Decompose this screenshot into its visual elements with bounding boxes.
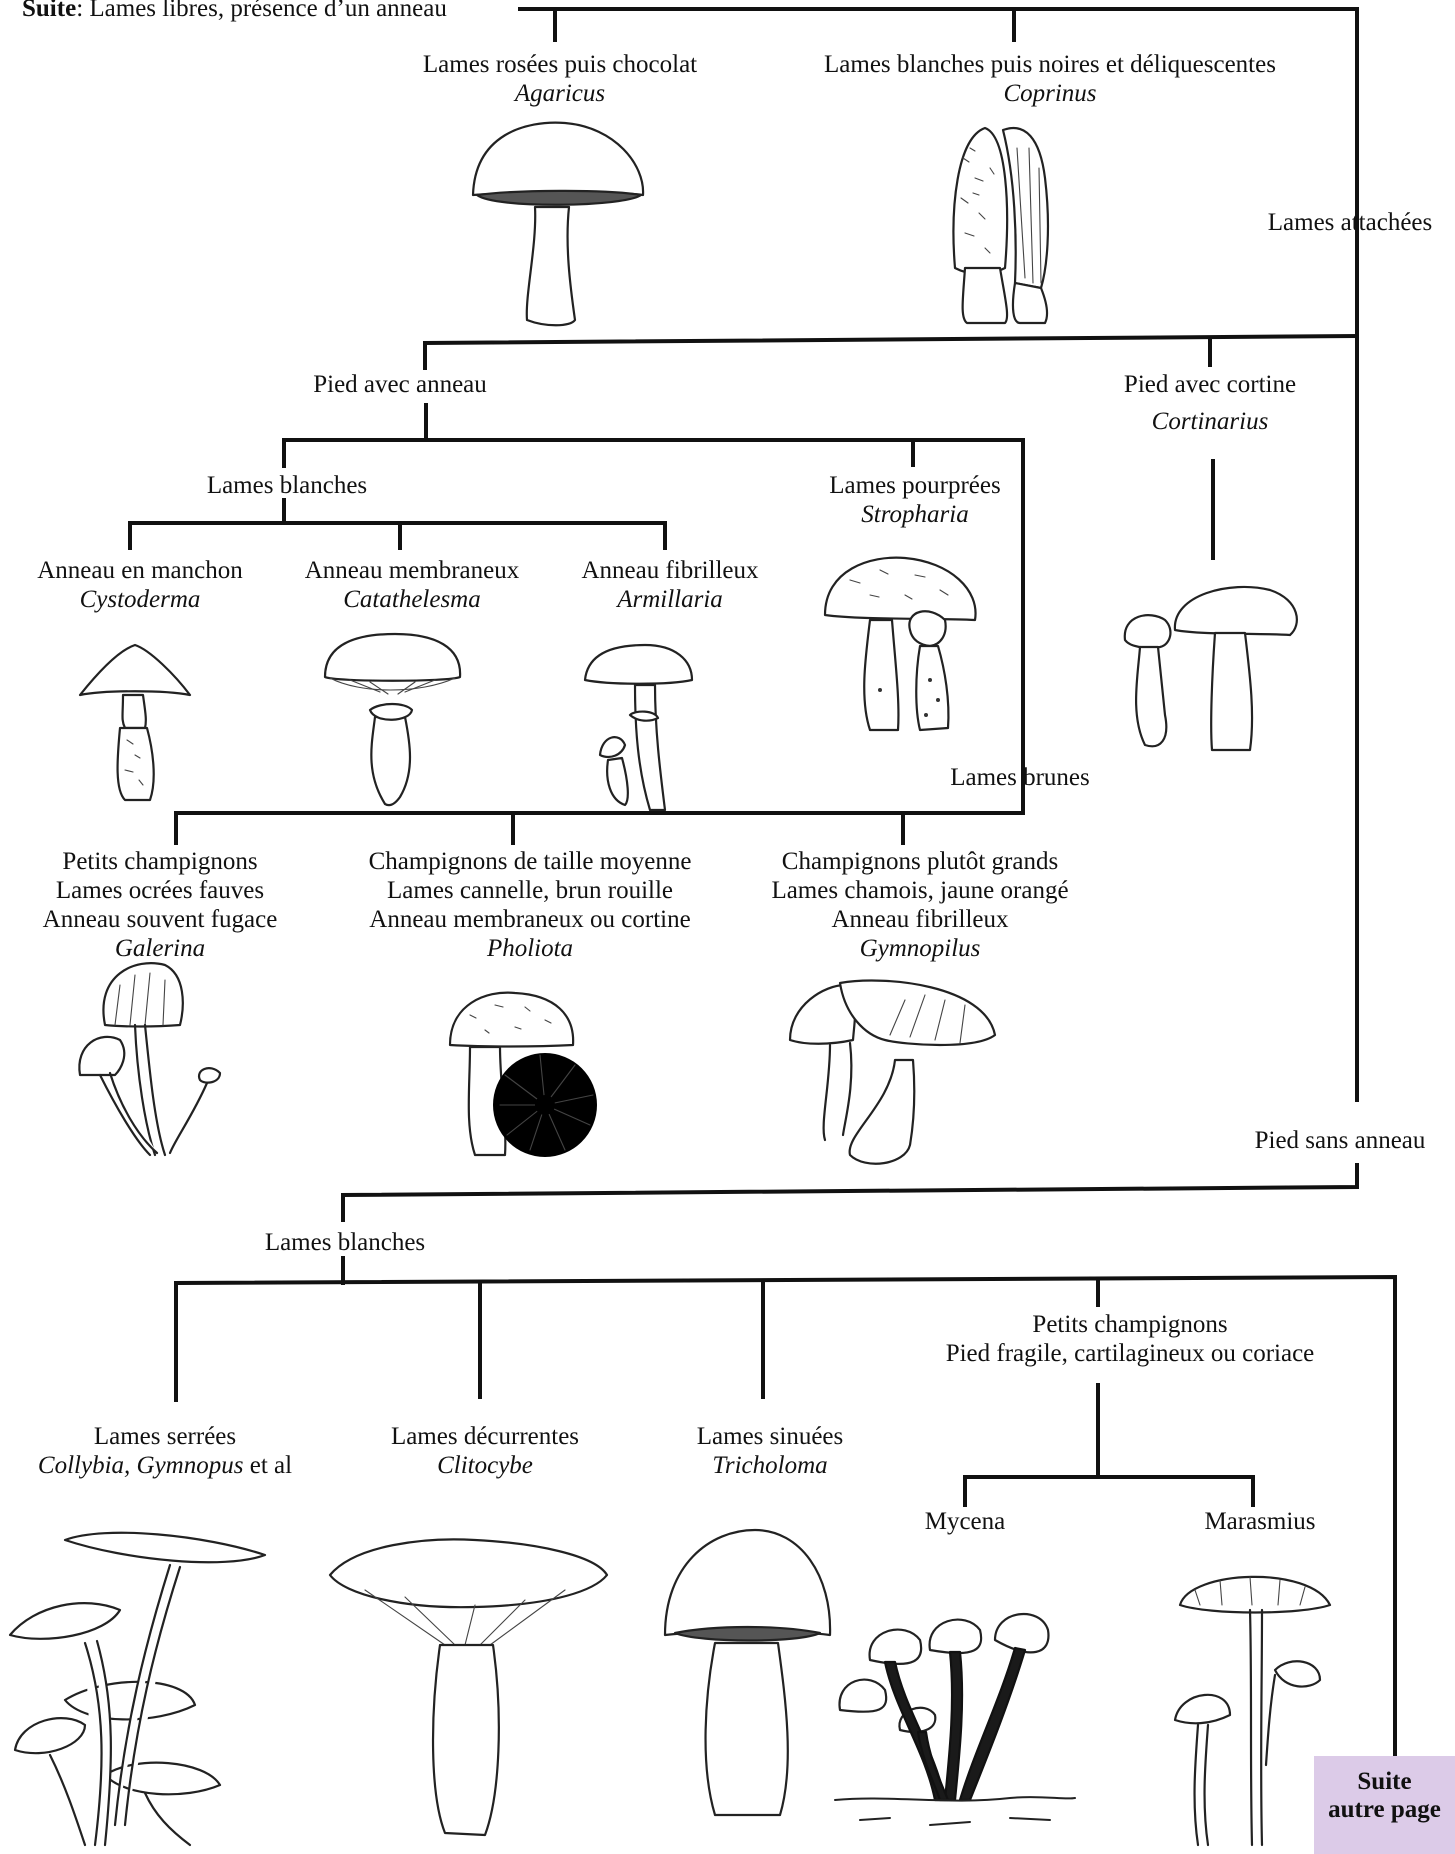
coprinus-desc: Lames blanches puis noires et déliquesce… [780, 50, 1320, 79]
label-coprinus: Lames blanches puis noires et déliquesce… [780, 50, 1320, 108]
armillaria-desc: Anneau fibrilleux [560, 556, 780, 585]
label-collybia: Lames serrées Collybia, Gymnopus et al [20, 1422, 310, 1480]
cortinarius-genus: Cortinarius [1090, 407, 1330, 436]
label-agaricus: Lames rosées puis chocolat Agaricus [375, 50, 745, 108]
label-armillaria: Anneau fibrilleux Armillaria [560, 556, 780, 614]
coprinus-genus: Coprinus [780, 79, 1320, 108]
label-clitocybe: Lames décurrentes Clitocybe [360, 1422, 610, 1480]
header-text: : Lames libres, présence d’un anneau [76, 0, 447, 22]
collybia-suffix: et al [243, 1452, 292, 1479]
label-mycena: Mycena [900, 1507, 1030, 1536]
gymnopilus-genus: Gymnopilus [745, 934, 1095, 963]
suite-autre-page-box[interactable]: Suite autre page [1314, 1756, 1455, 1854]
label-pholiota: Champignons de taille moyenne Lames cann… [335, 847, 725, 963]
pourprees-desc: Lames pourprées [790, 471, 1040, 500]
label-petits-champignons: Petits champignons Pied fragile, cartila… [920, 1310, 1340, 1368]
label-cystoderma: Anneau en manchon Cystoderma [10, 556, 270, 614]
gymnopilus-line1: Champignons plutôt grands [745, 847, 1095, 876]
armillaria-illustration [580, 640, 700, 815]
marasmius-illustration [1170, 1565, 1335, 1850]
label-marasmius: Marasmius [1190, 1507, 1330, 1536]
collybia-desc: Lames serrées [20, 1422, 310, 1451]
tricholoma-desc: Lames sinuées [660, 1422, 880, 1451]
tricholoma-genus: Tricholoma [660, 1451, 880, 1480]
cystoderma-genus: Cystoderma [10, 585, 270, 614]
agaricus-illustration [465, 115, 650, 330]
catathelesma-illustration [320, 632, 465, 807]
cystoderma-illustration [75, 640, 195, 805]
header-bold: Suite [22, 0, 76, 22]
pholiota-line3: Anneau membraneux ou cortine [335, 905, 725, 934]
galerina-illustration [75, 955, 225, 1160]
galerina-line1: Petits champignons [10, 847, 310, 876]
petits-line2: Pied fragile, cartilagineux ou coriace [920, 1339, 1340, 1368]
label-pied-sans-anneau: Pied sans anneau [1230, 1126, 1450, 1155]
clitocybe-illustration [325, 1535, 610, 1840]
stropharia-illustration [820, 550, 980, 735]
gymnopilus-line3: Anneau fibrilleux [745, 905, 1095, 934]
pholiota-line2: Lames cannelle, brun rouille [335, 876, 725, 905]
mycena-illustration [830, 1600, 1080, 1840]
galerina-line3: Anneau souvent fugace [10, 905, 310, 934]
key-header: Suite: Lames libres, présence d’un annea… [22, 0, 447, 23]
label-pied-avec-cortine: Pied avec cortine Cortinarius [1090, 370, 1330, 436]
catathelesma-genus: Catathelesma [282, 585, 542, 614]
label-catathelesma: Anneau membraneux Catathelesma [282, 556, 542, 614]
label-lames-blanches-1: Lames blanches [187, 471, 387, 500]
collybia-illustration [5, 1525, 270, 1850]
collybia-genus: Collybia, Gymnopus [38, 1452, 244, 1479]
label-pied-avec-anneau: Pied avec anneau [290, 370, 510, 399]
suite-line2: autre page [1314, 1796, 1455, 1824]
label-lames-blanches-2: Lames blanches [245, 1228, 445, 1257]
clitocybe-desc: Lames décurrentes [360, 1422, 610, 1451]
gymnopilus-illustration [785, 975, 1000, 1170]
pholiota-genus: Pholiota [335, 934, 725, 963]
coprinus-illustration [945, 118, 1065, 328]
suite-line1: Suite [1314, 1768, 1455, 1796]
label-lames-brunes: Lames brunes [930, 763, 1110, 792]
armillaria-genus: Armillaria [560, 585, 780, 614]
label-galerina: Petits champignons Lames ocrées fauves A… [10, 847, 310, 963]
tricholoma-illustration [660, 1525, 835, 1820]
label-lames-attachees: Lames attachées [1250, 208, 1450, 237]
label-tricholoma: Lames sinuées Tricholoma [660, 1422, 880, 1480]
stropharia-genus: Stropharia [790, 500, 1040, 529]
petits-line1: Petits champignons [920, 1310, 1340, 1339]
gymnopilus-line2: Lames chamois, jaune orangé [745, 876, 1095, 905]
label-gymnopilus: Champignons plutôt grands Lames chamois,… [745, 847, 1095, 963]
cystoderma-desc: Anneau en manchon [10, 556, 270, 585]
label-lames-pourprees: Lames pourprées Stropharia [790, 471, 1040, 529]
cortine-desc: Pied avec cortine [1090, 370, 1330, 399]
catathelesma-desc: Anneau membraneux [282, 556, 542, 585]
galerina-line2: Lames ocrées fauves [10, 876, 310, 905]
pholiota-illustration [445, 985, 620, 1160]
agaricus-genus: Agaricus [375, 79, 745, 108]
pholiota-line1: Champignons de taille moyenne [335, 847, 725, 876]
cortinarius-illustration [1120, 575, 1305, 755]
agaricus-desc: Lames rosées puis chocolat [375, 50, 745, 79]
clitocybe-genus: Clitocybe [360, 1451, 610, 1480]
